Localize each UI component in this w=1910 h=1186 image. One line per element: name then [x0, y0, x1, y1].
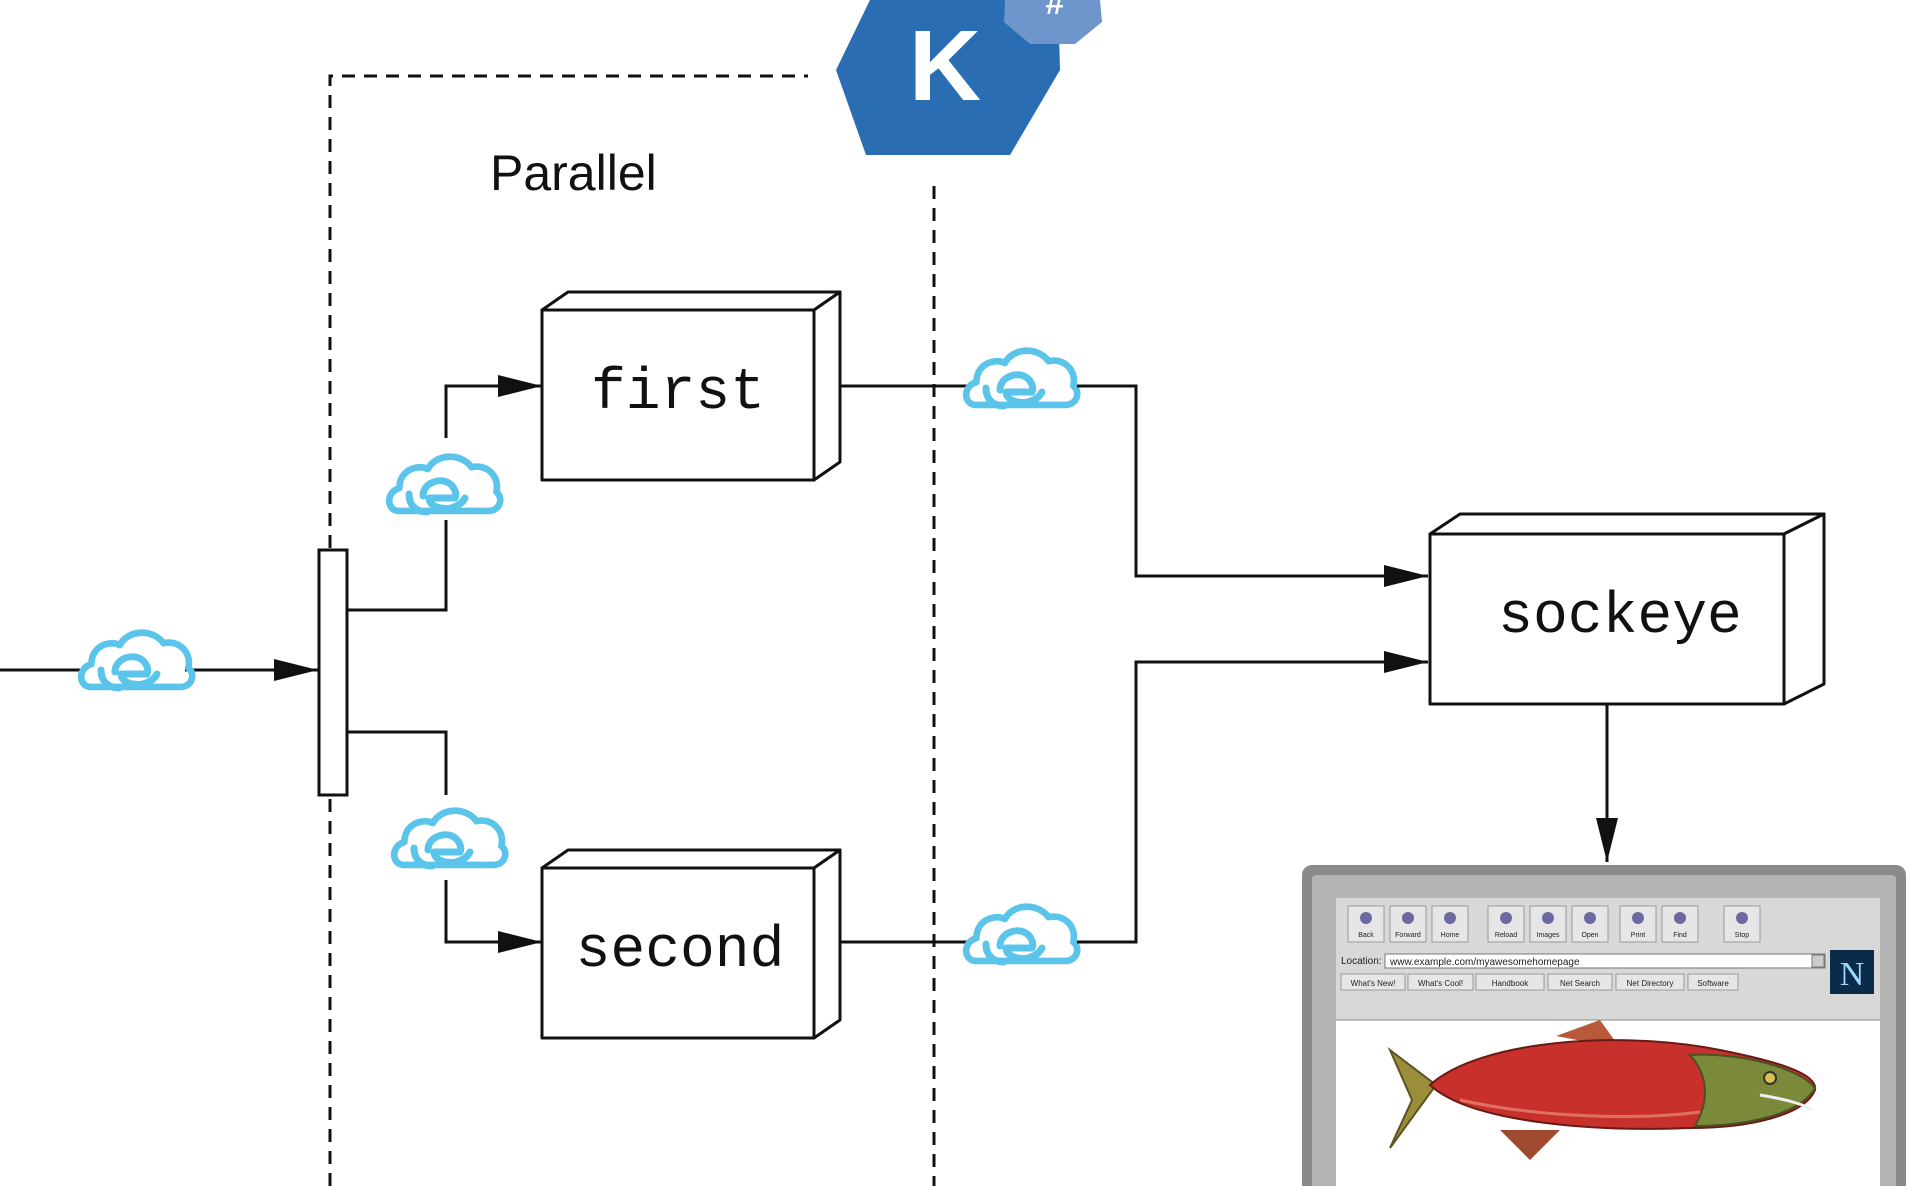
node-first-label: first [591, 361, 765, 426]
toolbar-button-reload[interactable]: Reload [1487, 905, 1525, 943]
toolbar-button-back[interactable]: Back [1347, 905, 1385, 943]
directory-button-label: Software [1697, 979, 1729, 988]
cloudevent-branch-first-icon [389, 457, 500, 512]
second-to-sockeye [1077, 651, 1428, 944]
cloudevent-branch-second-icon [394, 811, 505, 866]
directory-button-label: Handbook [1492, 979, 1529, 988]
branch-second-upper [347, 730, 448, 795]
toolbar-button-open[interactable]: Open [1571, 905, 1609, 943]
directory-button[interactable]: What's New! [1340, 973, 1406, 991]
toolbar-button-forward[interactable]: Forward [1389, 905, 1427, 943]
branch-second-lower [444, 880, 542, 953]
toolbar-button-label: Print [1631, 932, 1645, 939]
directory-button[interactable]: Software [1687, 973, 1739, 991]
logo-badge-glyph: # [1046, 0, 1065, 22]
toolbar-button-stop[interactable]: Stop [1723, 905, 1761, 943]
directory-button[interactable]: Net Directory [1615, 973, 1685, 991]
parallel-group-label: Parallel [490, 145, 657, 201]
browser-brand-logo [1830, 950, 1874, 994]
browser-location-field [1384, 953, 1826, 969]
parallel-group-border [328, 74, 936, 1186]
node-second-label: second [576, 919, 785, 984]
branch-first-lower [347, 520, 448, 612]
toolbar-button-label: Stop [1735, 932, 1750, 939]
toolbar-button-label: Images [1537, 932, 1560, 939]
cloudevent-first-output-icon [966, 351, 1077, 406]
cloudevent-input-icon [81, 633, 192, 688]
toolbar-button-label: Back [1358, 932, 1374, 939]
toolbar-button-label: Reload [1495, 932, 1517, 939]
toolbar-button-home[interactable]: Home [1431, 905, 1469, 943]
node-second: second [540, 848, 842, 1040]
toolbar-button-print[interactable]: Print [1619, 905, 1657, 943]
directory-button[interactable]: Net Search [1547, 973, 1613, 991]
cloudevent-second-output-icon [966, 907, 1077, 962]
toolbar-button-label: Home [1441, 932, 1460, 939]
directory-button-label: What's New! [1351, 979, 1396, 988]
node-sockeye: sockeye [1428, 512, 1826, 706]
toolbar-button-label: Open [1581, 932, 1598, 939]
branch-first-upper [444, 375, 542, 438]
directory-button[interactable]: Handbook [1475, 973, 1545, 991]
node-first: first [540, 290, 842, 482]
toolbar-button-label: Forward [1395, 932, 1421, 939]
directory-button[interactable]: What's Cool! [1407, 973, 1474, 991]
node-sockeye-label: sockeye [1498, 585, 1742, 650]
browser-location-value: www.example.com/myawesomehomepage [1389, 957, 1580, 968]
knative-logo: K # [836, 0, 1102, 155]
browser-directory-buttons: What's New! What's Cool! Handbook Net Searc… [1340, 973, 1739, 991]
splitter-bar [317, 548, 349, 797]
toolbar-button-label: Find [1673, 932, 1687, 939]
browser-location-label: Location: [1341, 956, 1382, 967]
toolbar-button-images[interactable]: Images [1529, 905, 1567, 943]
directory-button-label: Net Search [1560, 979, 1600, 988]
logo-letter: K [909, 10, 981, 122]
first-to-sockeye [1077, 384, 1428, 587]
toolbar-button-find[interactable]: Find [1661, 905, 1699, 943]
browser-toolbar: Back Forward Home Reload Images Open Print Find… [1347, 905, 1761, 943]
directory-button-label: What's Cool! [1418, 979, 1463, 988]
sockeye-salmon-image [1387, 1020, 1817, 1160]
browser-brand-letter: N [1840, 956, 1865, 993]
directory-button-label: Net Directory [1627, 979, 1674, 988]
browser-window: Back Forward Home Reload Images Open Print Find… [1302, 865, 1906, 1186]
